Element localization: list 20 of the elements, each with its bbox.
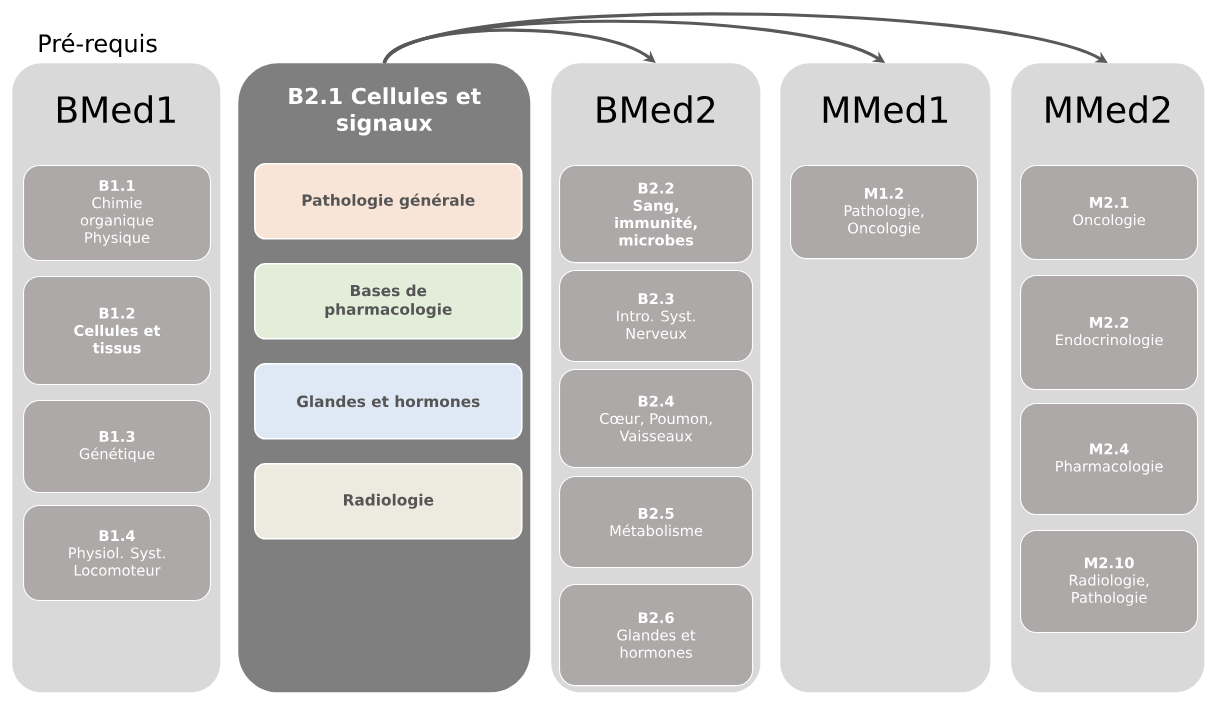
topic-box: Glandes et hormones	[254, 363, 523, 440]
course-box: M2.1 Oncologie	[1020, 165, 1199, 261]
course-box: B1.3 Génétique	[23, 400, 211, 494]
course-box: M1.2 Pathologie, Oncologie	[790, 165, 978, 260]
topic-box: Pathologie générale	[254, 163, 523, 240]
title: Pré-requis	[39, 32, 157, 58]
arrow	[382, 28, 656, 64]
course-box: B1.4 Physiol. Syst. Locomoteur	[23, 505, 211, 601]
course-box: B2.3 Intro. Syst. Nerveux	[559, 270, 754, 362]
course-box: B2.5 Métabolisme	[559, 476, 754, 568]
course-box: M2.10 Radiologie, Pathologie	[1020, 530, 1199, 634]
course-box: B1.1 Chimie organique Physique	[23, 165, 211, 261]
course-box: B2.6 Glandes et hormones	[559, 584, 754, 687]
topic-box: Bases de pharmacologie	[254, 263, 523, 340]
course-box: B1.2 Cellules et tissus	[23, 276, 211, 386]
course-box: M2.2 Endocrinologie	[1020, 275, 1199, 391]
topic-box: Radiologie	[254, 463, 523, 540]
course-box: M2.4 Pharmacologie	[1020, 403, 1199, 515]
course-box: B2.2 Sang, immunité, microbes	[559, 165, 754, 264]
course-box: B2.4 Cœur, Poumon, Vaisseaux	[559, 369, 754, 469]
